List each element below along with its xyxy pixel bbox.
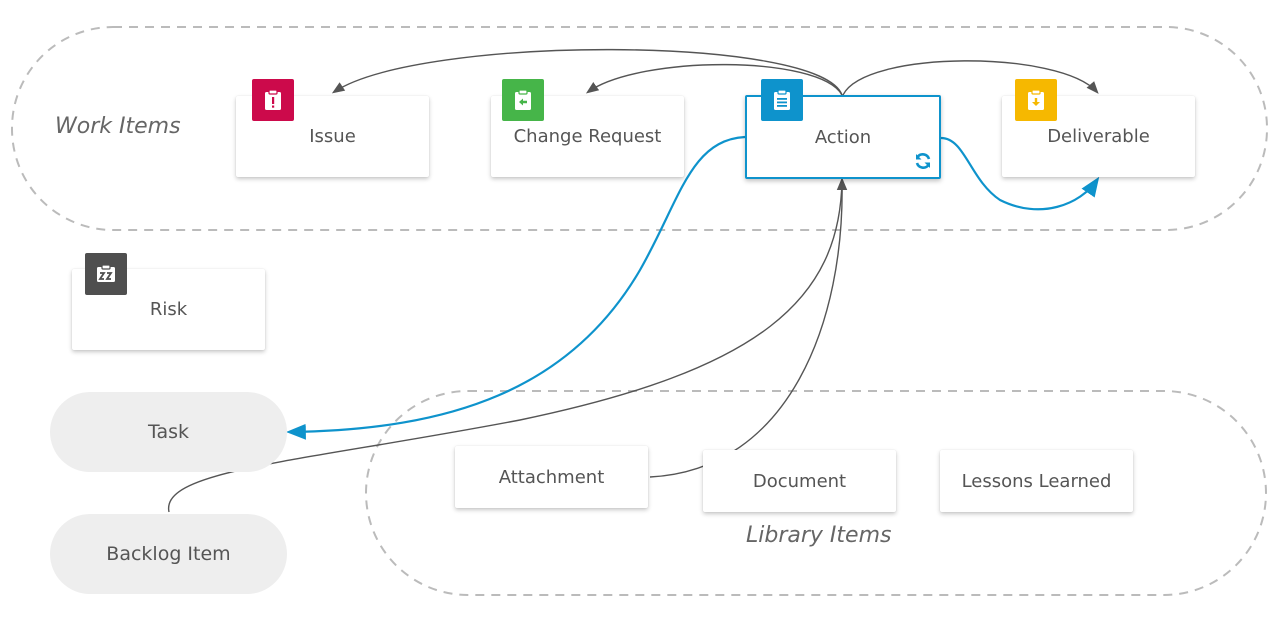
refresh-icon[interactable] [913,151,933,171]
work-items-group [11,26,1268,231]
task-label: Task [147,421,189,443]
issue-card[interactable]: Issue [236,96,429,177]
library-items-group [365,390,1267,596]
document-label: Document [752,470,847,492]
connector-action-task [286,135,746,440]
back-arrow-clipboard-icon [502,79,544,121]
connector-action-deliverable [842,60,1099,96]
lessons-learned-card[interactable]: Lessons Learned [940,450,1133,512]
connector-action-issue [331,48,843,96]
alert-clipboard-icon [252,79,294,121]
risk-clipboard-icon [85,253,127,295]
backlog-item-node[interactable]: Backlog Item [50,514,287,594]
connector-action-deliverable-highlight [940,136,1100,211]
lessons-learned-label: Lessons Learned [961,470,1112,492]
issue-label: Issue [309,126,356,147]
backlog-item-label: Backlog Item [106,543,231,565]
deliverable-label: Deliverable [1047,126,1150,147]
action-label: Action [814,126,872,148]
connector-backlog-item-action [168,177,847,513]
clipboard-list-icon [761,79,803,121]
download-clipboard-icon [1015,79,1057,121]
attachment-card[interactable]: Attachment [455,446,648,508]
work-items-label: Work Items [55,114,181,139]
connector-attachment-action [649,177,848,478]
task-node[interactable]: Task [50,392,287,472]
connector-action-change-request [585,63,843,96]
document-card[interactable]: Document [703,450,896,512]
attachment-label: Attachment [498,466,605,488]
library-items-label: Library Items [746,523,892,548]
change-request-label: Change Request [513,126,662,147]
risk-label: Risk [149,299,188,320]
